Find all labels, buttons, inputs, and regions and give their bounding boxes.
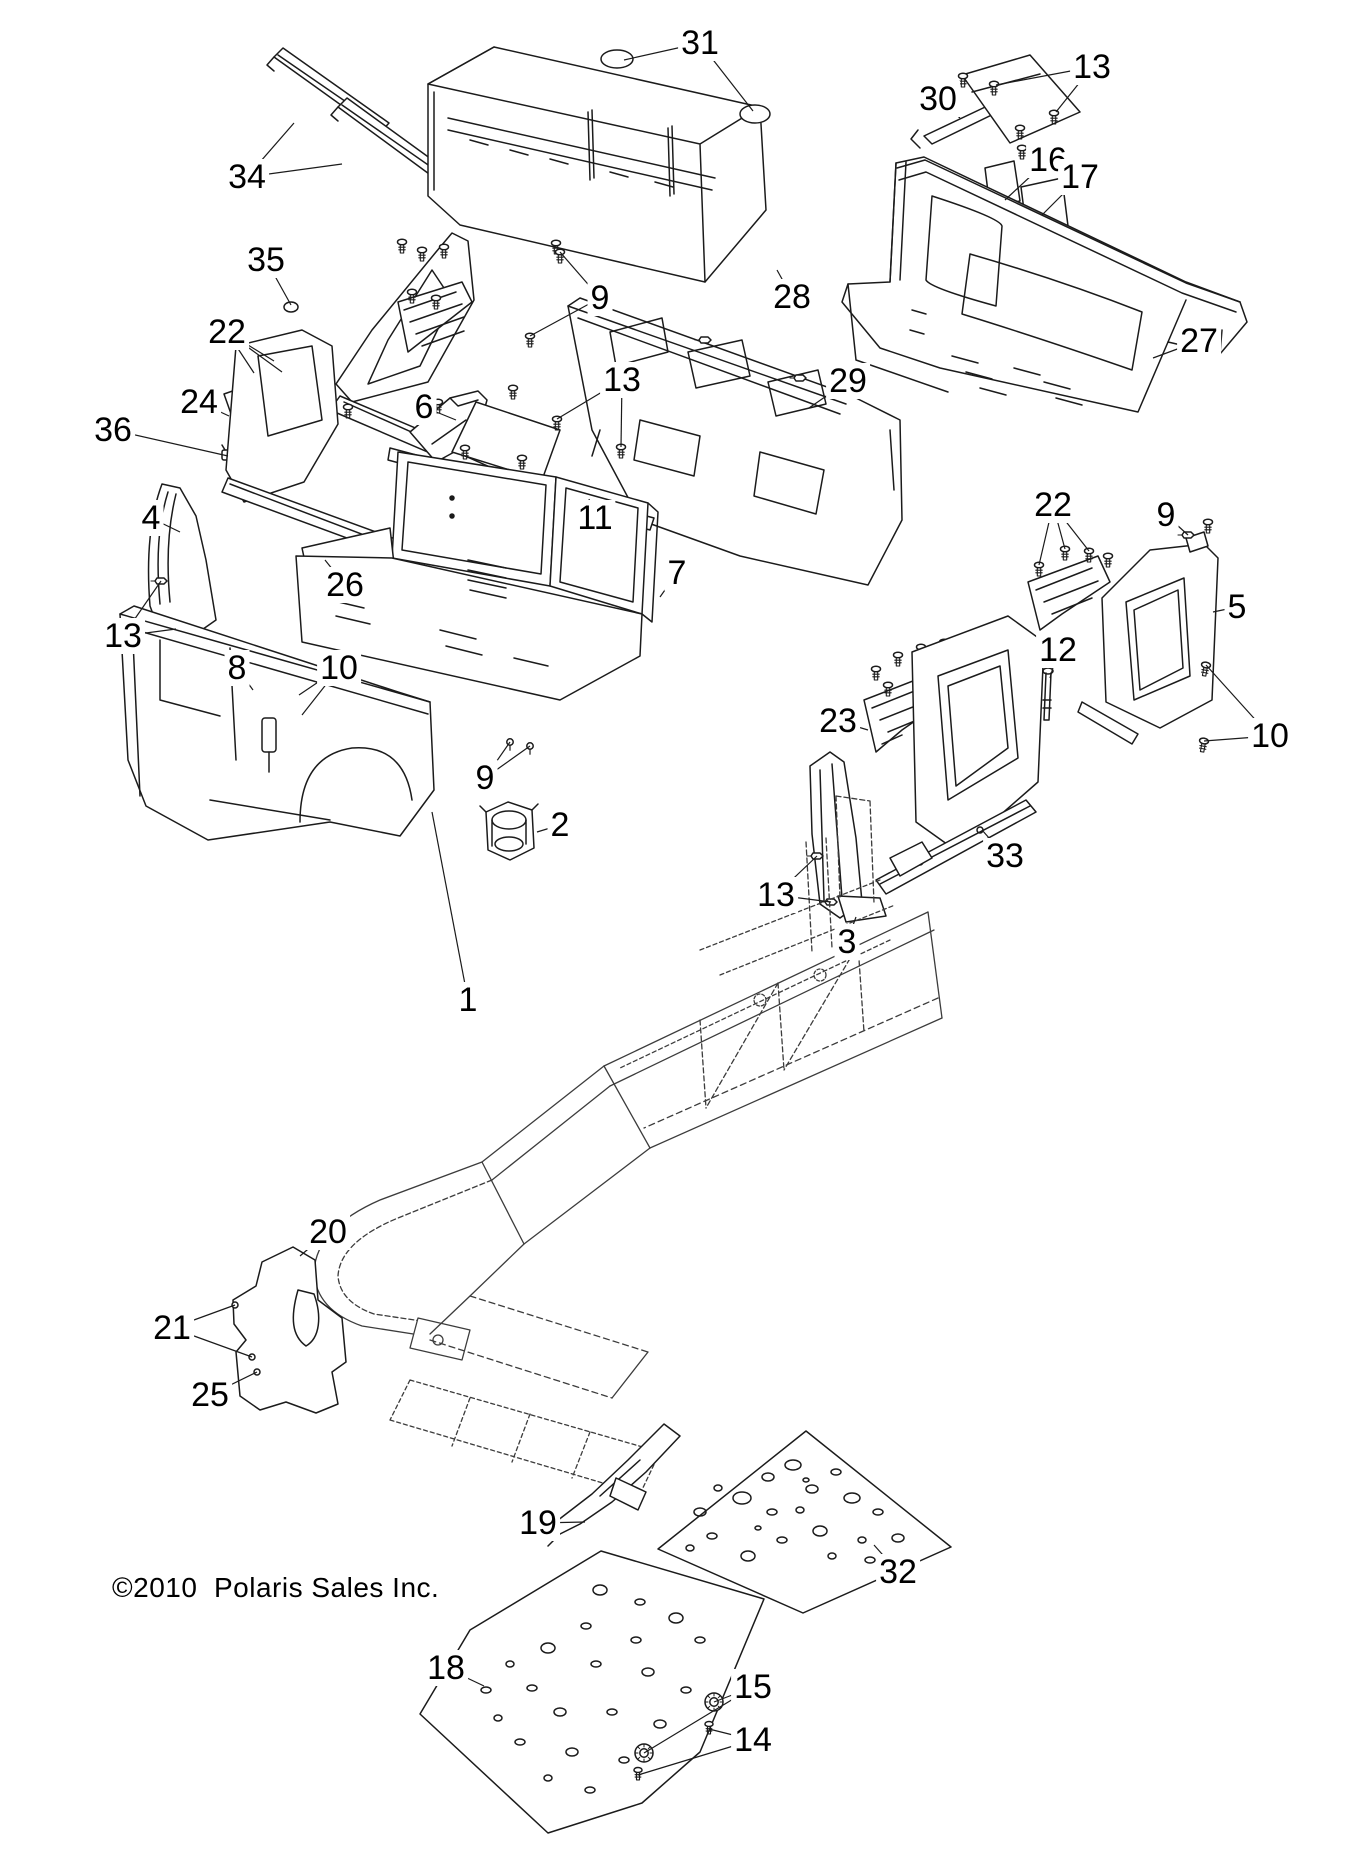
callout-2-1: 2 bbox=[547, 807, 573, 843]
callout-10-11: 10 bbox=[317, 650, 361, 686]
callout-1-0: 1 bbox=[455, 982, 481, 1018]
part-20-floor-mat bbox=[233, 1247, 346, 1413]
part-1-front-panel bbox=[120, 606, 434, 840]
leader-line-1 bbox=[431, 811, 469, 1001]
part-33-side-panel bbox=[876, 616, 1044, 894]
callout-14-19: 14 bbox=[731, 1722, 775, 1758]
callout-17-22: 17 bbox=[1058, 159, 1102, 195]
part-28-storage-box bbox=[428, 47, 770, 282]
callout-5-4: 5 bbox=[1224, 589, 1250, 625]
part-35-plug bbox=[284, 302, 298, 312]
callout-9-9: 9 bbox=[1153, 497, 1179, 533]
callout-9-8: 9 bbox=[587, 280, 613, 316]
callout-13-15: 13 bbox=[1070, 49, 1114, 85]
callout-34-40: 34 bbox=[225, 159, 269, 195]
callout-13-16: 13 bbox=[600, 362, 644, 398]
callout-4-3: 4 bbox=[138, 500, 164, 536]
callout-13-18: 13 bbox=[754, 877, 798, 913]
mount-pad-upper-left bbox=[398, 282, 472, 352]
part-27-rear-panel bbox=[842, 157, 1247, 412]
plug-31-a bbox=[601, 50, 633, 68]
callout-16-21: 16 bbox=[1026, 142, 1070, 178]
part-12-bolt bbox=[1043, 668, 1053, 720]
chassis-frame bbox=[314, 796, 942, 1494]
copyright-text: ©2010 Polaris Sales Inc. bbox=[112, 1572, 440, 1603]
callout-22-28: 22 bbox=[1031, 487, 1075, 523]
plug-31-b bbox=[740, 105, 770, 123]
callout-19-24: 19 bbox=[516, 1505, 560, 1541]
part-29-center-panel bbox=[568, 298, 902, 585]
callout-35-41: 35 bbox=[244, 242, 288, 278]
callout-26-32: 26 bbox=[323, 567, 367, 603]
callout-18-23: 18 bbox=[424, 1650, 468, 1686]
callout-6-5: 6 bbox=[411, 389, 437, 425]
callout-12-14: 12 bbox=[1036, 632, 1080, 668]
callout-23-29: 23 bbox=[816, 703, 860, 739]
callout-32-38: 32 bbox=[876, 1554, 920, 1590]
callout-25-31: 25 bbox=[188, 1377, 232, 1413]
part-22-mount-pad-right bbox=[1028, 556, 1110, 630]
callout-27-33: 27 bbox=[1177, 323, 1221, 359]
callout-9-10: 9 bbox=[472, 760, 498, 796]
callout-13-17: 13 bbox=[101, 618, 145, 654]
callout-15-20: 15 bbox=[731, 1669, 775, 1705]
callout-8-7: 8 bbox=[224, 650, 250, 686]
callout-31-37: 31 bbox=[678, 25, 722, 61]
callout-36-42: 36 bbox=[91, 412, 135, 448]
part-2-cup-holder bbox=[480, 802, 538, 860]
callout-11-13: 11 bbox=[574, 500, 616, 536]
callout-30-36: 30 bbox=[916, 81, 960, 117]
callout-22-27: 22 bbox=[205, 314, 249, 350]
callout-3-2: 3 bbox=[834, 924, 860, 960]
callout-10-12: 10 bbox=[1248, 718, 1292, 754]
callout-29-35: 29 bbox=[826, 363, 870, 399]
part-19-support-arm bbox=[548, 1424, 680, 1546]
callout-24-30: 24 bbox=[177, 384, 221, 420]
callout-28-34: 28 bbox=[770, 279, 814, 315]
callout-7-6: 7 bbox=[664, 555, 690, 591]
callout-33-39: 33 bbox=[983, 838, 1027, 874]
part-5-side-panel-right bbox=[1078, 532, 1218, 744]
callout-20-25: 20 bbox=[306, 1214, 350, 1250]
callout-21-26: 21 bbox=[150, 1310, 194, 1346]
